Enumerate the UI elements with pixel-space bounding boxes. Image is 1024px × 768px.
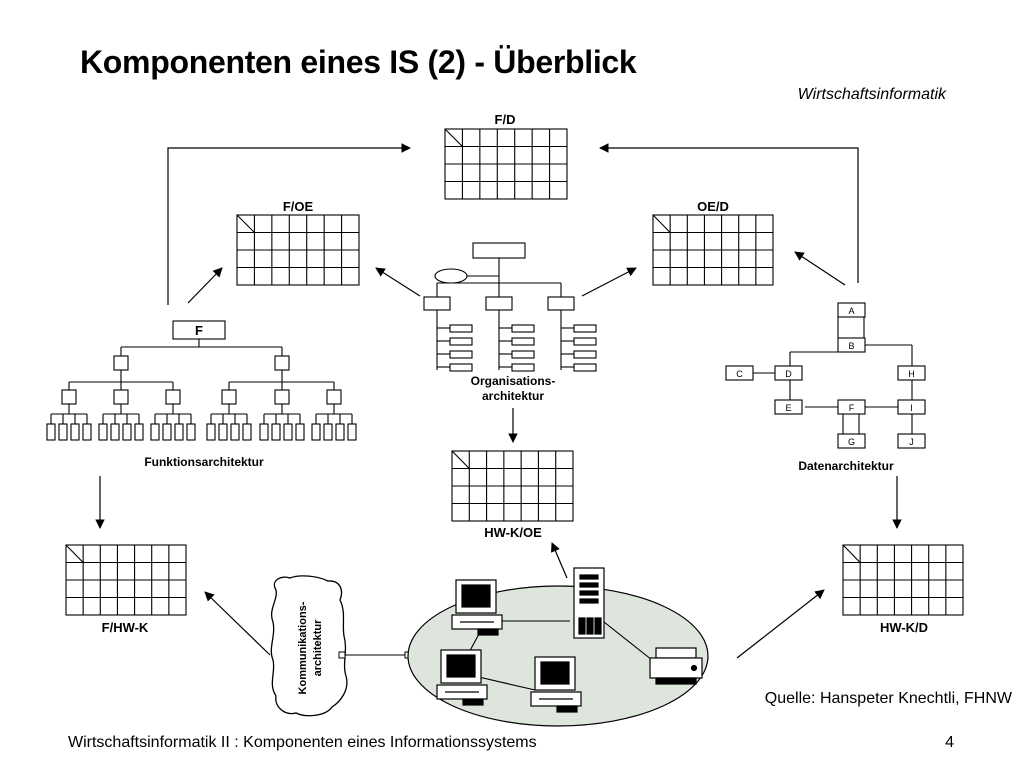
server-icon (573, 567, 605, 639)
data-architecture: A B C D E F G H I J Datenarchitektur (725, 302, 926, 473)
footer-text: Wirtschaftsinformatik II : Komponenten e… (68, 734, 537, 751)
arrow-data-to-fd (599, 143, 859, 283)
matrix-hwkoe: HW-K/OE (451, 450, 574, 540)
data-node: G (837, 433, 866, 449)
matrix-fhwk-label: F/HW-K (102, 620, 149, 635)
data-architecture-caption: Datenarchitektur (798, 459, 894, 473)
matrix-hwkd: HW-K/D (842, 544, 964, 635)
workstation-icon (451, 579, 503, 636)
svg-text:J: J (909, 437, 914, 447)
svg-text:E: E (785, 403, 791, 413)
matrix-oed-label: OE/D (697, 199, 729, 214)
matrix-grid (444, 128, 568, 200)
network-architecture (407, 567, 709, 727)
org-caption-line1: Organisations- (471, 374, 556, 388)
function-architecture-caption: Funktionsarchitektur (144, 455, 264, 469)
arrow-comm-to-fhwk (204, 591, 271, 656)
comm-caption-line1: Kommunikations- (297, 601, 309, 694)
svg-text:B: B (848, 341, 854, 351)
matrix-hwkd-label: HW-K/D (880, 620, 928, 635)
matrix-grid (842, 544, 964, 616)
arrow-network-to-hwkd (736, 589, 825, 659)
page-number: 4 (945, 734, 954, 751)
workstation-icon (530, 656, 582, 713)
data-node: I (897, 399, 926, 415)
svg-text:D: D (785, 369, 792, 379)
data-node: F (837, 399, 866, 415)
printer-icon (649, 647, 703, 685)
matrix-grid (451, 450, 574, 522)
matrix-fhwk: F/HW-K (65, 544, 187, 635)
data-node: H (897, 365, 926, 381)
matrix-grid (65, 544, 187, 616)
org-cloud-node (434, 268, 468, 284)
arrow-org-to-foe (375, 267, 421, 297)
matrix-hwkoe-label: HW-K/OE (484, 525, 542, 540)
slide-subtitle: Wirtschaftsinformatik (797, 86, 946, 103)
communication-architecture: Kommunikations- architektur (270, 575, 412, 717)
data-node: J (897, 433, 926, 449)
svg-text:G: G (848, 437, 855, 447)
matrix-foe: F/OE (236, 199, 360, 286)
svg-text:C: C (736, 369, 743, 379)
organisation-architecture: Organisations- architektur (423, 242, 597, 403)
org-top-box (472, 242, 526, 259)
matrix-grid (236, 214, 360, 286)
data-node: D (774, 365, 803, 381)
svg-text:H: H (908, 369, 915, 379)
function-root-label: F (195, 323, 203, 338)
data-node: E (774, 399, 803, 415)
svg-text:A: A (848, 306, 854, 316)
comm-cloud-shape (270, 575, 348, 717)
data-node: C (725, 365, 754, 381)
comm-caption-line2: architektur (312, 619, 324, 677)
arrow-network-to-hwkoe (550, 542, 568, 579)
arrow-func-to-fd (167, 143, 411, 305)
matrix-fd: F/D (444, 112, 568, 200)
connectors (95, 143, 902, 659)
workstation-icon (436, 649, 488, 706)
matrix-grid (652, 214, 774, 286)
function-architecture: F Funktionsarchitektur (46, 320, 357, 469)
matrix-fd-label: F/D (495, 112, 516, 127)
arrow-func-to-foe (187, 267, 223, 304)
source-credit: Quelle: Hanspeter Knechtli, FHNW (764, 690, 1012, 707)
matrix-foe-label: F/OE (283, 199, 314, 214)
matrix-oed: OE/D (652, 199, 774, 286)
org-caption-line2: architektur (482, 389, 544, 403)
svg-text:F: F (849, 403, 855, 413)
svg-text:I: I (910, 403, 913, 413)
arrow-org-to-oed (581, 267, 637, 297)
data-node: A (837, 302, 866, 318)
slide-title: Komponenten eines IS (2) - Überblick (80, 44, 637, 80)
arrow-data-to-oed (794, 251, 846, 286)
data-node: B (837, 337, 866, 353)
